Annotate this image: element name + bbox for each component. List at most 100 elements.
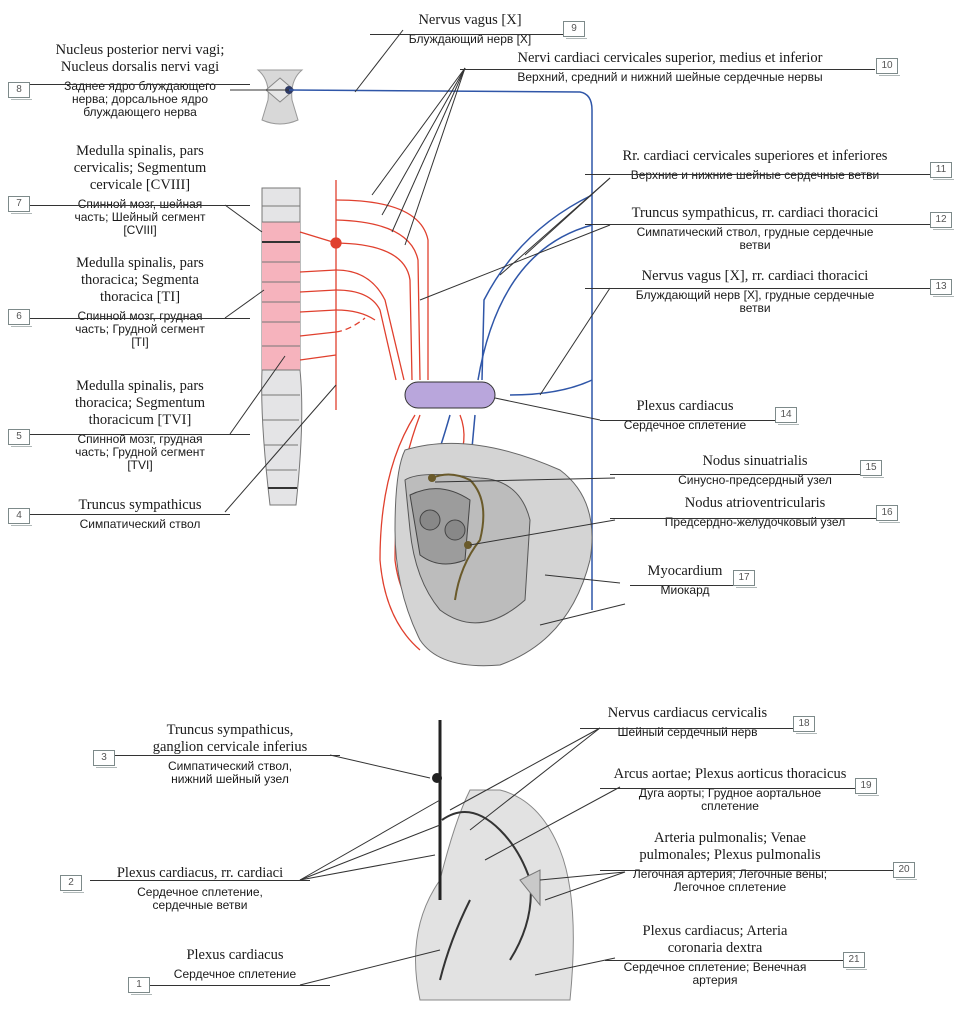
latin-line: Rr. cardiaci cervicales superiores et in…: [585, 148, 925, 165]
label-number-box: 10: [876, 58, 898, 74]
label-9: Nervus vagus [X]Блуждающий нерв [X]: [370, 12, 570, 46]
russian-line: Сердечное сплетение: [150, 968, 320, 981]
latin-line: Plexus cardiacus: [150, 947, 320, 964]
russian-term: Сердечное сплетение,сердечные ветви: [90, 886, 310, 912]
label-rule: [150, 985, 330, 986]
label-number-box: 2: [60, 875, 82, 891]
latin-line: cervicalis; Segmentum: [30, 160, 250, 177]
label-rule: [30, 205, 250, 206]
latin-line: Nucleus posterior nervi vagi;: [30, 42, 250, 59]
label-number-box: 9: [563, 21, 585, 37]
russian-line: [CVIII]: [30, 224, 250, 237]
latin-line: Medulla spinalis, pars: [30, 378, 250, 395]
latin-line: Nervi cardiaci cervicales superior, medi…: [460, 50, 880, 67]
label-8: Nucleus posterior nervi vagi;Nucleus dor…: [30, 42, 250, 119]
latin-line: Nucleus dorsalis nervi vagi: [30, 59, 250, 76]
latin-line: pulmonales; Plexus pulmonalis: [600, 847, 860, 864]
label-3: Truncus sympathicus,ganglion cervicale i…: [120, 722, 340, 786]
russian-term: Верхние и нижние шейные сердечные ветви: [585, 169, 925, 182]
latin-line: thoracica; Segmenta: [30, 272, 250, 289]
russian-line: сплетение: [600, 800, 860, 813]
latin-term: Nucleus posterior nervi vagi;Nucleus dor…: [30, 42, 250, 76]
label-19: Arcus aortae; Plexus aorticus thoracicus…: [600, 766, 860, 813]
label-rule: [600, 870, 893, 871]
latin-line: Nervus vagus [X], rr. cardiaci thoracici: [585, 268, 925, 285]
latin-line: thoracica [TI]: [30, 289, 250, 306]
label-number-box: 4: [8, 508, 30, 524]
russian-term: Симпатический ствол: [30, 518, 250, 531]
russian-line: Синусно-предсердный узел: [610, 474, 900, 487]
latin-line: thoracica; Segmentum: [30, 395, 250, 412]
latin-term: Plexus cardiacus: [600, 398, 770, 415]
label-number-box: 7: [8, 196, 30, 212]
label-rule: [90, 880, 310, 881]
russian-line: Симпатический ствол: [30, 518, 250, 531]
russian-line: блуждающего нерва: [30, 106, 250, 119]
label-rule: [460, 69, 875, 70]
latin-term: Nervus cardiacus cervicalis: [580, 705, 795, 722]
russian-line: артерия: [605, 974, 825, 987]
latin-line: Truncus sympathicus: [30, 497, 250, 514]
spinal-cord: [262, 188, 302, 505]
russian-line: ветви: [585, 302, 925, 315]
label-number-box: 21: [843, 952, 865, 968]
label-number-box: 15: [860, 460, 882, 476]
latin-term: Truncus sympathicus,ganglion cervicale i…: [120, 722, 340, 756]
label-rule: [610, 518, 876, 519]
label-number-box: 13: [930, 279, 952, 295]
russian-term: Заднее ядро блуждающегонерва; дорсальное…: [30, 80, 250, 119]
latin-term: Myocardium: [630, 563, 740, 580]
label-rule: [610, 474, 860, 475]
label-11: Rr. cardiaci cervicales superiores et in…: [585, 148, 925, 182]
label-number-box: 3: [93, 750, 115, 766]
latin-term: Arcus aortae; Plexus aorticus thoracicus: [600, 766, 860, 783]
latin-line: Arcus aortae; Plexus aorticus thoracicus: [600, 766, 860, 783]
russian-term: Верхний, средний и нижний шейные сердечн…: [460, 71, 880, 84]
label-number-box: 6: [8, 309, 30, 325]
label-rule: [605, 960, 843, 961]
label-number-box: 16: [876, 505, 898, 521]
label-number-box: 17: [733, 570, 755, 586]
latin-term: Truncus sympathicus, rr. cardiaci thorac…: [585, 205, 925, 222]
label-17: MyocardiumМиокард: [630, 563, 740, 597]
label-10: Nervi cardiaci cervicales superior, medi…: [460, 50, 880, 84]
russian-line: нижний шейный узел: [120, 773, 340, 786]
heart: [395, 443, 592, 665]
latin-line: Medulla spinalis, pars: [30, 255, 250, 272]
label-rule: [600, 420, 780, 421]
label-18: Nervus cardiacus cervicalisШейный сердеч…: [580, 705, 795, 739]
russian-line: [TI]: [30, 336, 250, 349]
label-6: Medulla spinalis, parsthoracica; Segment…: [30, 255, 250, 349]
latin-term: Medulla spinalis, parsthoracica; Segment…: [30, 378, 250, 429]
label-number-box: 20: [893, 862, 915, 878]
label-13: Nervus vagus [X], rr. cardiaci thoracici…: [585, 268, 925, 315]
label-12: Truncus sympathicus, rr. cardiaci thorac…: [585, 205, 925, 252]
latin-line: cervicale [CVIII]: [30, 177, 250, 194]
russian-line: Верхние и нижние шейные сердечные ветви: [585, 169, 925, 182]
label-number-box: 5: [8, 429, 30, 445]
russian-line: сердечные ветви: [90, 899, 310, 912]
plexus-cardiacus: [405, 382, 495, 408]
latin-term: Nodus sinuatrialis: [610, 453, 900, 470]
russian-line: [TVI]: [30, 459, 250, 472]
label-number-box: 18: [793, 716, 815, 732]
russian-line: Верхний, средний и нижний шейные сердечн…: [460, 71, 880, 84]
latin-line: Nervus vagus [X]: [370, 12, 570, 29]
latin-line: Medulla spinalis, pars: [30, 143, 250, 160]
label-number-box: 14: [775, 407, 797, 423]
russian-term: Спинной мозг, шейнаячасть; Шейный сегмен…: [30, 198, 250, 237]
latin-line: ganglion cervicale inferius: [120, 739, 340, 756]
label-rule: [580, 728, 793, 729]
latin-line: Plexus cardiacus; Arteria: [605, 923, 825, 940]
latin-line: coronaria dextra: [605, 940, 825, 957]
label-number-box: 12: [930, 212, 952, 228]
